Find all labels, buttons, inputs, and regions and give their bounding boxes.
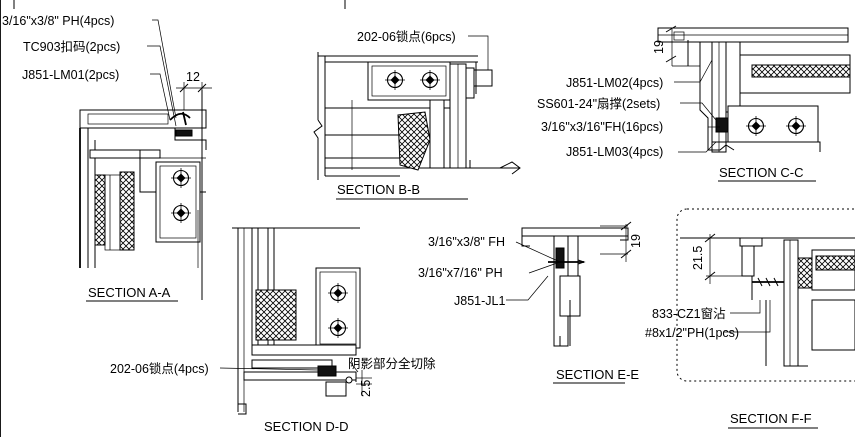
c-profile1-label: J851-LM02(4pcs) (566, 76, 663, 90)
d-dimension-2-5: 2.5 (359, 380, 373, 397)
f-screw-label: #8x1/2"PH(1pcs) (645, 326, 739, 340)
section-e-e-geometry (521, 221, 632, 347)
e-screw1-label: 3/16"x3/8" FH (428, 235, 505, 249)
section-c-c: 19 J851-LM02(4pcs) SS601-24"扇撑(2sets) 3/… (537, 25, 851, 182)
section-c-c-geometry (657, 25, 851, 153)
e-profile-label: J851-JL1 (454, 294, 505, 308)
d-lock-label: 202-06锁点(4pcs) (110, 361, 209, 376)
e-screw2-label: 3/16"x7/16" PH (418, 266, 503, 280)
section-a-a-geometry (79, 82, 212, 300)
section-b-b-geometry (313, 52, 521, 180)
f-part-label: 833-CZ1窗沾 (652, 307, 726, 321)
section-b-b-title: SECTION B-B (337, 182, 420, 197)
section-a-a-title: SECTION A-A (88, 285, 171, 300)
d-note-label: 阴影部分全切除 (348, 356, 436, 371)
section-e-e-title: SECTION E-E (556, 367, 639, 382)
section-f-f-geometry (680, 233, 855, 367)
c-dimension-19: 19 (652, 40, 666, 54)
a-clip-label: TC903扣码(2pcs) (23, 40, 120, 54)
section-d-d-title: SECTION D-D (264, 419, 349, 434)
e-dimension-19: 19 (629, 234, 643, 248)
section-c-c-title: SECTION C-C (719, 165, 804, 180)
section-f-f-boundary (676, 208, 855, 382)
section-a-a: 3/16"x3/8" PH(4pcs) TC903扣码(2pcs) J851-L… (2, 14, 212, 302)
section-f-f-title: SECTION F-F (730, 411, 812, 426)
c-screw-label: 3/16"x3/16"FH(16pcs) (541, 120, 663, 134)
section-e-e: 3/16"x3/8" FH 3/16"x7/16" PH J851-JL1 19… (418, 221, 643, 384)
section-f-f: 21.5 833-CZ1窗沾 #8x1/2"PH(1pcs) SECTION F… (645, 208, 855, 429)
a-profile-label: J851-LM01(2pcs) (22, 68, 119, 82)
sheet-border (0, 0, 346, 437)
a-dimension-12: 12 (186, 70, 200, 84)
f-dimension-21-5: 21.5 (691, 246, 705, 270)
section-b-b: 202-06锁点(6pcs) SECTION B-B (313, 29, 521, 200)
section-d-d: 202-06锁点(4pcs) 阴影部分全切除 2.5 SECTION D-D (110, 227, 436, 434)
c-stay-label: SS601-24"扇撑(2sets) (537, 96, 660, 111)
section-d-d-geometry (232, 227, 372, 415)
b-lock-label: 202-06锁点(6pcs) (357, 29, 456, 44)
c-profile2-label: J851-LM03(4pcs) (566, 145, 663, 159)
a-screw-label: 3/16"x3/8" PH(4pcs) (2, 14, 114, 28)
